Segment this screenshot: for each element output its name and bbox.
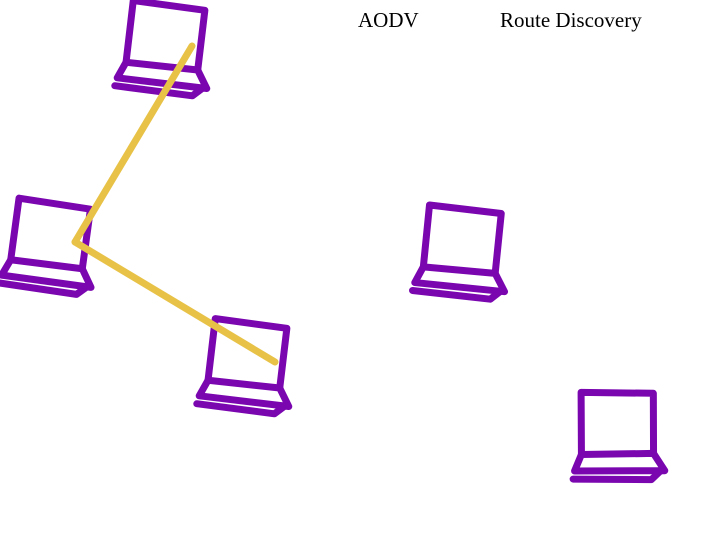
node-center-laptop-icon bbox=[196, 318, 293, 415]
protocol-title: AODV bbox=[358, 8, 419, 32]
node-layer bbox=[0, 0, 665, 485]
route-link-node-top-to-node-middle-left bbox=[71, 42, 196, 246]
route-layer bbox=[71, 42, 279, 366]
node-middle-right-laptop-icon bbox=[412, 205, 507, 300]
node-bottom-right-laptop-icon bbox=[567, 387, 665, 485]
node-top-laptop-icon bbox=[114, 0, 211, 97]
phase-title: Route Discovery bbox=[500, 8, 642, 32]
route-link-node-middle-left-to-node-center bbox=[71, 238, 279, 366]
